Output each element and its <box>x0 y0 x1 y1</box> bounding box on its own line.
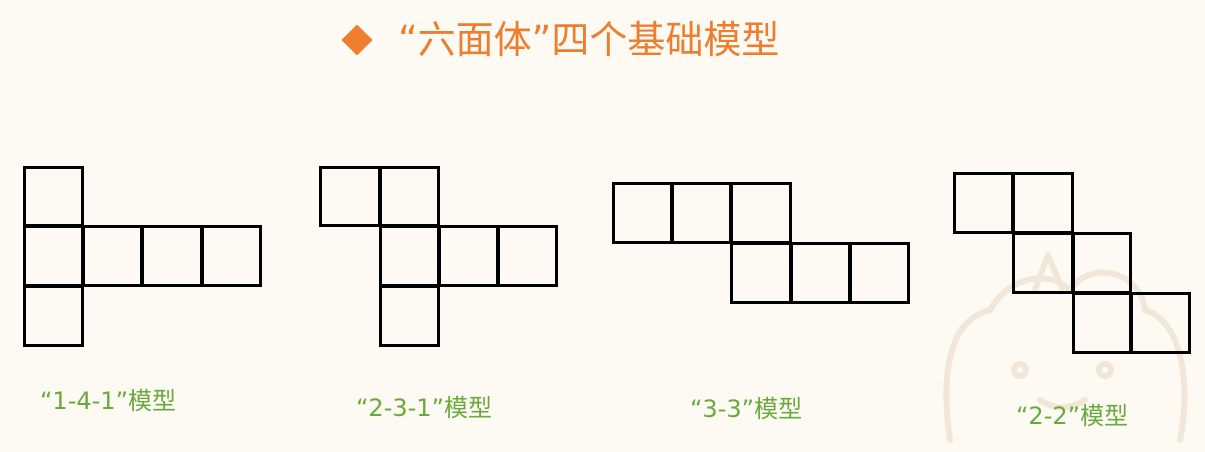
net-square <box>730 242 792 304</box>
model-label: “1-4-1”模型 <box>40 387 176 415</box>
net-square <box>23 285 84 347</box>
net-square <box>612 182 673 244</box>
net-square <box>201 225 262 287</box>
model-label: “2-3-1”模型 <box>356 394 492 422</box>
net-square <box>1072 232 1132 294</box>
page-title: “六面体”四个基础模型 <box>340 14 779 66</box>
net-square <box>1072 292 1132 354</box>
net-square <box>849 242 910 304</box>
net-square <box>1012 172 1074 234</box>
net-square <box>953 172 1014 234</box>
net-square <box>1012 232 1074 294</box>
net-square <box>671 182 732 244</box>
net-square <box>23 166 84 227</box>
net-square <box>141 225 203 287</box>
net-square <box>379 225 440 287</box>
net-square <box>790 242 851 304</box>
net-square <box>379 166 440 227</box>
page-title-text: “六面体”四个基础模型 <box>398 18 780 62</box>
net-square <box>23 225 84 287</box>
net-square <box>82 225 143 287</box>
net-square <box>730 182 792 244</box>
diamond-bullet-icon <box>341 24 373 56</box>
net-square <box>438 225 499 287</box>
net-square <box>1130 292 1191 354</box>
model-label: “3-3”模型 <box>690 395 803 423</box>
net-square <box>319 166 381 227</box>
watermark-mascot-icon <box>930 250 1205 452</box>
net-square <box>379 285 440 347</box>
model-label: “2-2”模型 <box>1016 402 1129 430</box>
net-square <box>497 225 558 287</box>
